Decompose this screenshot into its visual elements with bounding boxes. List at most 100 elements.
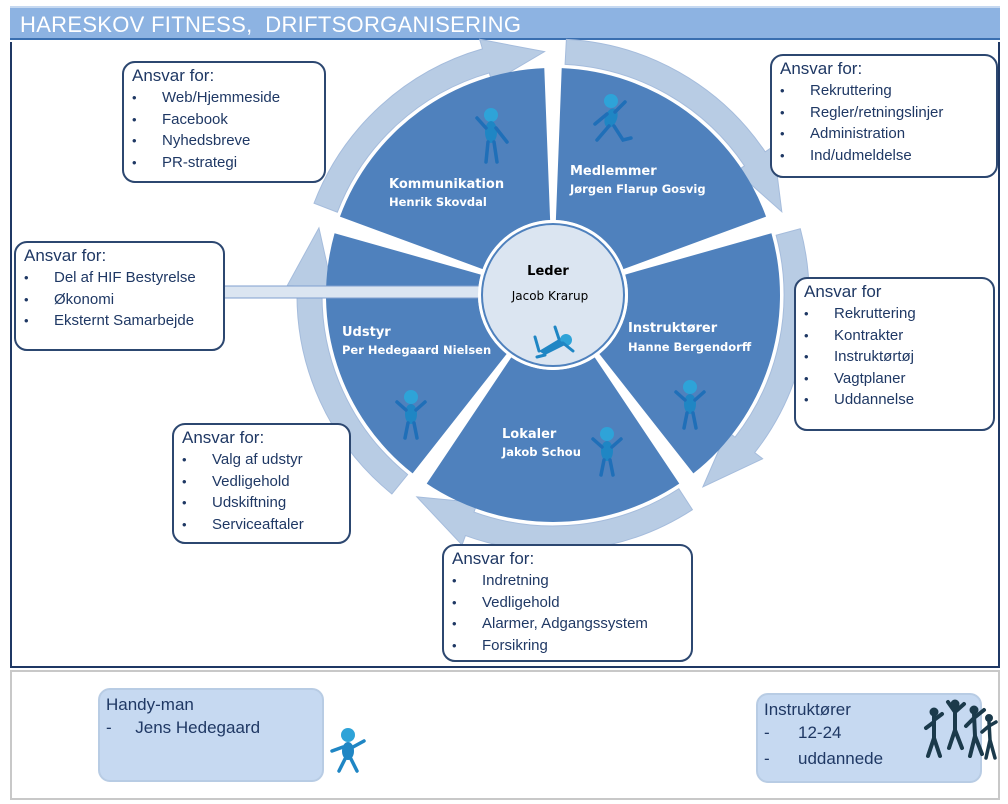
segment-title-udstyr: Udstyr (342, 325, 391, 340)
list-item: •Rekruttering (804, 303, 985, 325)
box-udstyr: Ansvar for: •Valg af udstyr •Vedligehold… (172, 423, 351, 544)
person-running-icon (593, 94, 633, 143)
list-item: •Administration (780, 123, 988, 145)
instruktorer-note-line: - 12-24 (764, 723, 842, 742)
person-sliding-icon (533, 325, 575, 359)
box-list: •Del af HIF Bestyrelse •Økonomi •Ekstern… (24, 267, 215, 332)
segment-lokaler (426, 357, 680, 522)
segment-title-instruktorer: Instruktører (628, 321, 718, 336)
list-item: •Indretning (452, 570, 683, 592)
bullet-icon: • (804, 392, 809, 407)
bullet-icon: • (24, 291, 29, 307)
center-title: Leder (527, 264, 569, 279)
bullet-icon: • (452, 616, 457, 631)
handyman-line: - Jens Hedegaard (106, 718, 261, 737)
page-title: HARESKOV FITNESS, DRIFTSORGANISERING (20, 12, 522, 37)
person-standing-icon (591, 427, 623, 477)
bullet-icon: • (132, 90, 137, 105)
box-list: •Rekruttering •Regler/retningslinjer •Ad… (780, 80, 988, 166)
center-circle: Leder Jacob Krarup (478, 220, 628, 370)
bullet-icon: • (804, 327, 809, 343)
person-standing-icon (674, 380, 706, 430)
bullet-icon: • (804, 349, 809, 364)
segment-title-lokaler: Lokaler (502, 427, 557, 442)
bullet-icon: • (132, 133, 137, 148)
box-medlemmer: Ansvar for: •Rekruttering •Regler/retnin… (770, 54, 998, 178)
bullet-icon: • (182, 495, 187, 510)
segment-name-kommunikation: Henrik Skovdal (389, 195, 487, 209)
segment-name-lokaler: Jakob Schou (501, 445, 581, 459)
list-item: •Facebook (132, 109, 316, 131)
group-silhouette-icon (924, 699, 998, 760)
segment-instruktorer (599, 233, 780, 474)
list-item: •Rekruttering (780, 80, 988, 102)
list-item: •Forsikring (452, 635, 683, 657)
bullet-icon: • (24, 270, 29, 285)
segment-kommunikation (339, 68, 551, 270)
list-item: •Vedligehold (182, 471, 341, 493)
box-list: •Rekruttering •Kontrakter •Instruktørtøj… (804, 303, 985, 411)
segment-title-medlemmer: Medlemmer (570, 164, 657, 179)
list-item: •Instruktørtøj (804, 346, 985, 368)
box-instruktorer: Ansvar for •Rekruttering •Kontrakter •In… (794, 277, 995, 431)
box-heading: Ansvar for: (132, 66, 215, 85)
bullet-icon: • (182, 452, 187, 467)
box-kommunikation: Ansvar for: •Web/Hjemmeside •Facebook •N… (122, 61, 326, 183)
list-item: •Serviceaftaler (182, 514, 341, 536)
bullet-icon: • (804, 370, 809, 386)
list-item: •Udskiftning (182, 492, 341, 514)
bullet-icon: • (780, 83, 785, 98)
handyman-note: Handy-man - Jens Hedegaard (98, 688, 324, 782)
list-item: •Del af HIF Bestyrelse (24, 267, 215, 289)
instruktorer-note: Instruktører - 12-24 - uddannede (756, 693, 982, 783)
box-list: •Valg af udstyr •Vedligehold •Udskiftnin… (182, 449, 341, 535)
bullet-icon: • (182, 516, 187, 532)
segment-name-udstyr: Per Hedegaard Nielsen (342, 343, 491, 357)
person-standing-icon (395, 390, 427, 440)
box-list: •Web/Hjemmeside •Facebook •Nyhedsbreve •… (132, 87, 316, 173)
bullet-icon: • (452, 573, 457, 588)
handyman-heading: Handy-man (106, 695, 194, 714)
leder-connector-arrow (223, 285, 492, 299)
box-leder: Ansvar for: •Del af HIF Bestyrelse •Økon… (14, 241, 225, 351)
bullet-icon: • (24, 313, 29, 328)
box-heading: Ansvar for (804, 282, 882, 301)
instruktorer-note-heading: Instruktører (764, 700, 851, 719)
list-item: •Ind/udmeldelse (780, 145, 988, 167)
segment-title-kommunikation: Kommunikation (389, 177, 504, 192)
arrow-medlemmer (564, 38, 783, 213)
bullet-icon: • (132, 154, 137, 170)
title-bar: HARESKOV FITNESS, DRIFTSORGANISERING (10, 6, 1000, 40)
list-item: •Vedligehold (452, 592, 683, 614)
list-item: •Regler/retningslinjer (780, 102, 988, 124)
bullet-icon: • (452, 637, 457, 653)
arrow-lokaler (415, 488, 694, 552)
list-item: •Nyhedsbreve (132, 130, 316, 152)
bullet-icon: • (780, 126, 785, 141)
list-item: •Web/Hjemmeside (132, 87, 316, 109)
list-item: •Alarmer, Adgangssystem (452, 613, 683, 635)
person-walking-icon (330, 728, 366, 773)
bullet-icon: • (780, 104, 785, 120)
bullet-icon: • (182, 473, 187, 489)
box-list: •Indretning •Vedligehold •Alarmer, Adgan… (452, 570, 683, 656)
bullet-icon: • (780, 147, 785, 163)
list-item: •Eksternt Samarbejde (24, 310, 215, 332)
arrow-kommunikation (313, 38, 546, 213)
list-item: •Valg af udstyr (182, 449, 341, 471)
person-thumbs-up-icon (475, 108, 509, 164)
instruktorer-note-line: - uddannede (764, 749, 884, 768)
box-heading: Ansvar for: (182, 428, 265, 447)
list-item: •Kontrakter (804, 325, 985, 347)
box-heading: Ansvar for: (780, 59, 863, 78)
bullet-icon: • (452, 594, 457, 610)
list-item: •Økonomi (24, 289, 215, 311)
segment-name-medlemmer: Jørgen Flarup Gosvig (569, 182, 706, 196)
box-lokaler: Ansvar for: •Indretning •Vedligehold •Al… (442, 544, 693, 662)
center-name: Jacob Krarup (511, 289, 589, 303)
segment-name-instruktorer: Hanne Bergendorff (628, 340, 752, 354)
bullet-icon: • (804, 306, 809, 321)
list-item: •Uddannelse (804, 389, 985, 411)
